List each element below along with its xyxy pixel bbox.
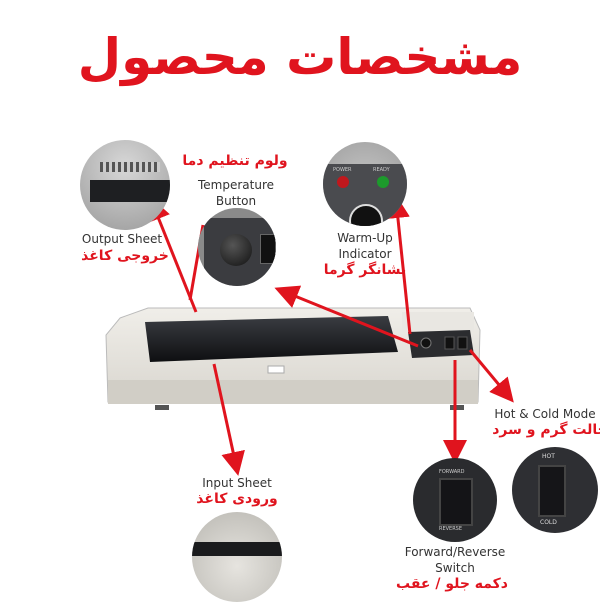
hot-cold-switch-photo: HOT COLD bbox=[512, 447, 598, 533]
ready-label: READY bbox=[373, 167, 390, 173]
forward-reverse-switch-photo: FORWARD REVERSE bbox=[413, 458, 497, 542]
hot-cold-label-fa: حالت گرم و سرد bbox=[492, 422, 600, 438]
temperature-label-fa: ولوم تنظیم دما bbox=[182, 153, 288, 169]
cold-label: COLD bbox=[540, 519, 557, 526]
forward-label: FORWARD bbox=[439, 469, 465, 475]
roller-cover bbox=[145, 316, 398, 362]
arrow-output-sheet bbox=[147, 196, 198, 313]
input-sheet-photo bbox=[192, 512, 282, 602]
hot-cold-label: Hot & Cold Mode bbox=[494, 407, 596, 421]
output-sheet-label: Output Sheet bbox=[81, 232, 163, 246]
output-sheet-photo bbox=[80, 140, 170, 230]
forward-reverse-label-fa: دکمه جلو / عقب bbox=[396, 576, 508, 592]
arrow-temperature bbox=[274, 285, 419, 348]
power-led-icon bbox=[337, 176, 349, 188]
temperature-label-line1: Temperature bbox=[197, 178, 275, 192]
ready-led-icon bbox=[377, 176, 389, 188]
reverse-label: REVERSE bbox=[439, 526, 463, 532]
input-sheet-label: Input Sheet bbox=[202, 476, 272, 490]
temperature-label-line2: Button bbox=[215, 194, 257, 208]
warm-up-indicator-photo: POWER READY bbox=[323, 142, 407, 226]
warm-up-label-line1: Warm-Up bbox=[337, 231, 393, 245]
laminator-body bbox=[105, 307, 481, 410]
forward-reverse-label-line1: Forward/Reverse bbox=[404, 545, 506, 559]
forward-reverse-label-line2: Switch bbox=[435, 561, 475, 575]
temperature-knob-photo bbox=[198, 208, 276, 286]
hot-label: HOT bbox=[542, 453, 555, 460]
warm-up-label-fa: نشانگر گرما bbox=[323, 262, 407, 278]
input-sheet-label-fa: ورودی کاغذ bbox=[196, 491, 278, 507]
page-title: مشخصات محصول bbox=[77, 28, 523, 86]
arrow-hot-cold bbox=[468, 349, 514, 403]
warm-up-label-line2: Indicator bbox=[338, 247, 392, 261]
hot-cold-rocker-icon bbox=[538, 465, 566, 517]
forward-reverse-rocker-icon bbox=[439, 478, 473, 526]
power-label: POWER bbox=[333, 167, 352, 173]
output-sheet-label-fa: خروجی کاغذ bbox=[81, 248, 169, 264]
temperature-knob-icon bbox=[220, 234, 252, 266]
arrow-input-sheet bbox=[212, 363, 245, 476]
